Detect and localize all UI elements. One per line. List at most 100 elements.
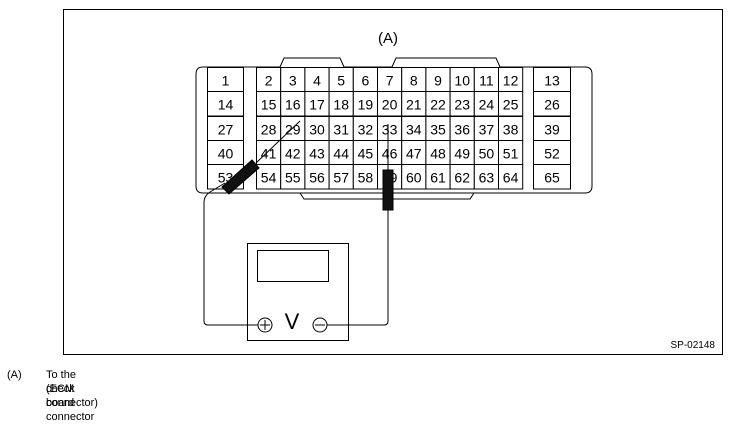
pin-10-cell <box>449 67 475 93</box>
pin-9-label: 9 <box>434 72 442 88</box>
legend-line-2: (ECM connector) <box>46 383 98 409</box>
negative-lead-wire <box>327 210 389 326</box>
pin-3-label: 3 <box>289 72 297 88</box>
pin-44-cell <box>328 140 354 166</box>
pin-14-cell <box>207 91 244 117</box>
pin-30-label: 30 <box>309 121 325 137</box>
pin-50-label: 50 <box>479 145 495 161</box>
pin-38-cell <box>498 116 524 142</box>
pin-20-label: 20 <box>382 96 398 112</box>
pin-16-label: 16 <box>285 96 301 112</box>
pin-63-cell <box>473 164 499 190</box>
pin-15-label: 15 <box>261 96 277 112</box>
pin-23-label: 23 <box>454 96 470 112</box>
pin-2-label: 2 <box>265 72 273 88</box>
negative-probe <box>382 124 394 211</box>
pin-24-label: 24 <box>479 96 495 112</box>
pin-41-label: 41 <box>261 145 277 161</box>
pin-5-label: 5 <box>337 72 345 88</box>
pin-26-label: 26 <box>544 96 560 112</box>
pin-32-label: 32 <box>358 121 374 137</box>
pin-37-label: 37 <box>479 121 495 137</box>
pin-49-cell <box>449 140 475 166</box>
pin-46-cell <box>377 140 403 166</box>
pin-17-label: 17 <box>309 96 325 112</box>
pin-48-label: 48 <box>430 145 446 161</box>
pin-31-label: 31 <box>333 121 349 137</box>
pin-43-cell <box>304 140 330 166</box>
callout-label: (A) <box>378 30 398 47</box>
pin-51-cell <box>498 140 524 166</box>
pin-4-label: 4 <box>313 72 321 88</box>
figure-code: SP-02148 <box>671 340 716 351</box>
pin-56-label: 56 <box>309 169 325 185</box>
pin-51-label: 51 <box>503 145 519 161</box>
pin-18-label: 18 <box>333 96 349 112</box>
pin-10-label: 10 <box>454 72 470 88</box>
pin-52-cell <box>533 140 571 166</box>
pin-39-label: 39 <box>544 121 560 137</box>
pin-48-cell <box>425 140 451 166</box>
pin-36-label: 36 <box>454 121 470 137</box>
pin-42-label: 42 <box>285 145 301 161</box>
pin-60-label: 60 <box>406 169 422 185</box>
pin-45-label: 45 <box>358 145 374 161</box>
pin-35-label: 35 <box>430 121 446 137</box>
pin-43-label: 43 <box>309 145 325 161</box>
pin-33-label: 33 <box>382 121 398 137</box>
pin-22-label: 22 <box>430 96 446 112</box>
pin-62-cell <box>449 164 475 190</box>
pin-52-label: 52 <box>544 145 560 161</box>
voltmeter-display <box>257 250 329 282</box>
pin-20-cell <box>377 91 403 117</box>
pin-58-cell <box>352 164 378 190</box>
pin-65-label: 65 <box>544 169 560 185</box>
pin-64-label: 64 <box>503 169 519 185</box>
legend-key: (A) <box>7 369 22 381</box>
positive-lead-wire <box>203 182 258 326</box>
pin-38-label: 38 <box>503 121 519 137</box>
pin-47-label: 47 <box>406 145 422 161</box>
pin-34-label: 34 <box>406 121 422 137</box>
pin-28-label: 28 <box>261 121 277 137</box>
pin-54-cell <box>256 164 282 190</box>
pin-13-label: 13 <box>544 72 560 88</box>
pin-39-cell <box>533 116 571 142</box>
pin-25-label: 25 <box>503 96 519 112</box>
pin-21-label: 21 <box>406 96 422 112</box>
pin-44-label: 44 <box>333 145 349 161</box>
pin-47-cell <box>401 140 427 166</box>
pin-65-cell <box>533 164 571 190</box>
pin-57-label: 57 <box>333 169 349 185</box>
pin-49-label: 49 <box>454 145 470 161</box>
pin-54-label: 54 <box>261 169 277 185</box>
pin-12-cell <box>498 67 524 93</box>
pin-55-label: 55 <box>285 169 301 185</box>
pin-13-cell <box>533 67 571 93</box>
pin-64-cell <box>498 164 524 190</box>
pin-58-label: 58 <box>358 169 374 185</box>
pin-25-cell <box>498 91 524 117</box>
pin-29-label: 29 <box>285 121 301 137</box>
pin-19-label: 19 <box>358 96 374 112</box>
pin-1-cell <box>207 67 244 93</box>
pin-36-cell <box>449 116 475 142</box>
pin-63-label: 63 <box>479 169 495 185</box>
pin-14-label: 14 <box>218 96 234 112</box>
pin-9-cell <box>425 67 451 93</box>
pin-62-label: 62 <box>454 169 470 185</box>
pin-7-label: 7 <box>386 72 394 88</box>
pin-46-label: 46 <box>382 145 398 161</box>
pin-61-label: 61 <box>430 169 446 185</box>
pin-27-label: 27 <box>218 121 234 137</box>
pin-8-label: 8 <box>410 72 418 88</box>
positive-probe <box>221 120 301 195</box>
pin-1-label: 1 <box>222 72 230 88</box>
pin-6-label: 6 <box>362 72 370 88</box>
pin-5-cell <box>328 67 354 93</box>
pin-40-label: 40 <box>218 145 234 161</box>
pin-11-label: 11 <box>479 72 494 88</box>
voltmeter-symbol: V <box>285 309 300 334</box>
